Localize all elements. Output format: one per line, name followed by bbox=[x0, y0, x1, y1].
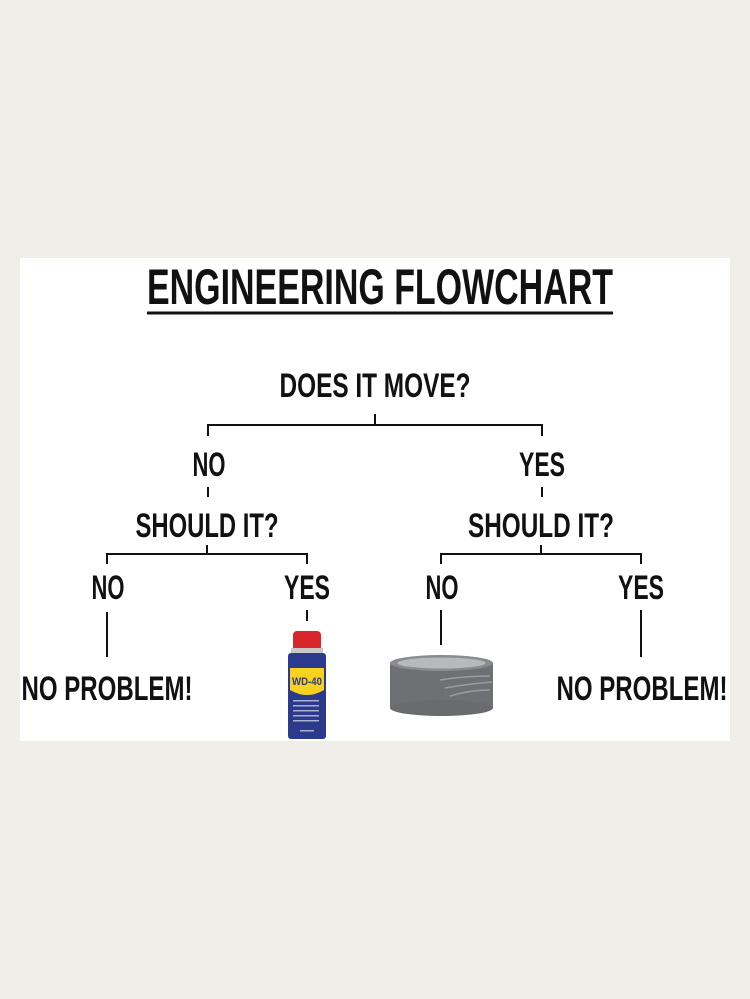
left-connectors bbox=[106, 545, 308, 564]
flowchart-title: ENGINEERING FLOWCHART bbox=[147, 259, 613, 315]
answer-no: NO bbox=[193, 446, 226, 484]
wd40-logo-text: WD-40 bbox=[292, 676, 322, 688]
right-question: SHOULD IT? bbox=[468, 507, 614, 545]
root-question: DOES IT MOVE? bbox=[280, 367, 471, 405]
root-connectors bbox=[207, 414, 543, 436]
outcome-answer-no: NO bbox=[92, 569, 125, 607]
answer-yes: YES bbox=[519, 446, 565, 484]
left-question: SHOULD IT? bbox=[136, 507, 279, 545]
result-no-problem: NO PROBLEM! bbox=[557, 670, 728, 708]
duct-tape-image bbox=[390, 655, 493, 716]
print-paper bbox=[20, 258, 730, 741]
wd40-can-image: WD-40 bbox=[288, 631, 326, 739]
outcome-answer-yes: YES bbox=[618, 569, 664, 607]
outcome-answer-yes: YES bbox=[284, 569, 330, 607]
right-connectors bbox=[440, 545, 642, 564]
result-no-problem: NO PROBLEM! bbox=[22, 670, 193, 708]
outcome-answer-no: NO bbox=[426, 569, 459, 607]
